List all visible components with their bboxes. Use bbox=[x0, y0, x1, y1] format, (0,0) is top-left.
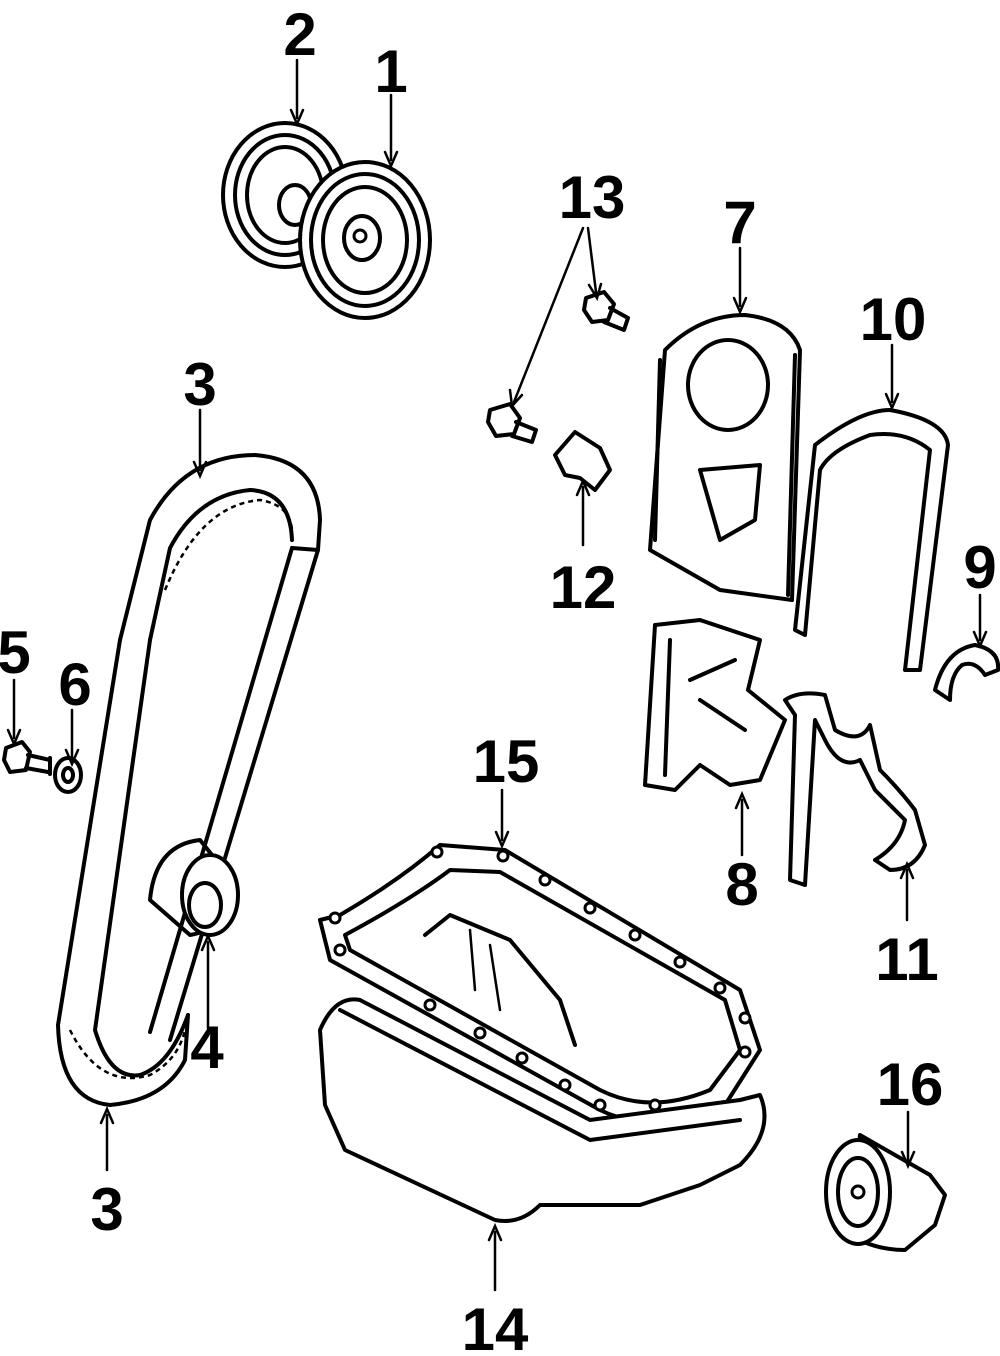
cover-bolt-upper[interactable] bbox=[582, 290, 630, 332]
callout-11: 11 bbox=[875, 926, 938, 993]
upper-timing-cover[interactable] bbox=[648, 313, 802, 602]
callout-10: 10 bbox=[860, 286, 927, 353]
leader-lines bbox=[6, 58, 988, 1292]
belt-tensioner[interactable] bbox=[148, 838, 240, 937]
gasket-bolt-holes bbox=[328, 845, 752, 1112]
callout-5: 5 bbox=[0, 619, 31, 686]
callout-6: 6 bbox=[58, 651, 91, 718]
timing-belt[interactable] bbox=[56, 453, 322, 1107]
callout-12: 12 bbox=[550, 554, 617, 621]
callout-8: 8 bbox=[725, 851, 758, 918]
callout-13: 13 bbox=[559, 164, 626, 231]
callout-7: 7 bbox=[723, 189, 756, 256]
lower-timing-cover[interactable] bbox=[643, 618, 787, 792]
oil-filter[interactable] bbox=[824, 1133, 947, 1252]
callout-3: 3 bbox=[90, 1176, 123, 1243]
lower-cover-gasket[interactable] bbox=[783, 691, 927, 887]
callout-3: 3 bbox=[183, 351, 216, 418]
cover-bolt-lower[interactable] bbox=[486, 402, 538, 444]
callout-15: 15 bbox=[473, 728, 540, 795]
callout-9: 9 bbox=[963, 534, 996, 601]
callout-16: 16 bbox=[877, 1051, 944, 1118]
callout-14: 14 bbox=[462, 1296, 529, 1356]
tensioner-washer[interactable] bbox=[53, 756, 83, 794]
callout-4: 4 bbox=[190, 1014, 224, 1081]
oil-pan[interactable] bbox=[318, 913, 767, 1223]
cover-gasket[interactable] bbox=[793, 408, 950, 672]
oil-seal[interactable] bbox=[933, 643, 1000, 702]
callout-1: 1 bbox=[374, 38, 407, 105]
pulley-front[interactable] bbox=[298, 160, 432, 320]
tensioner-bolt[interactable] bbox=[2, 740, 52, 776]
cover-clip[interactable] bbox=[553, 430, 612, 492]
callout-2: 2 bbox=[283, 1, 316, 68]
